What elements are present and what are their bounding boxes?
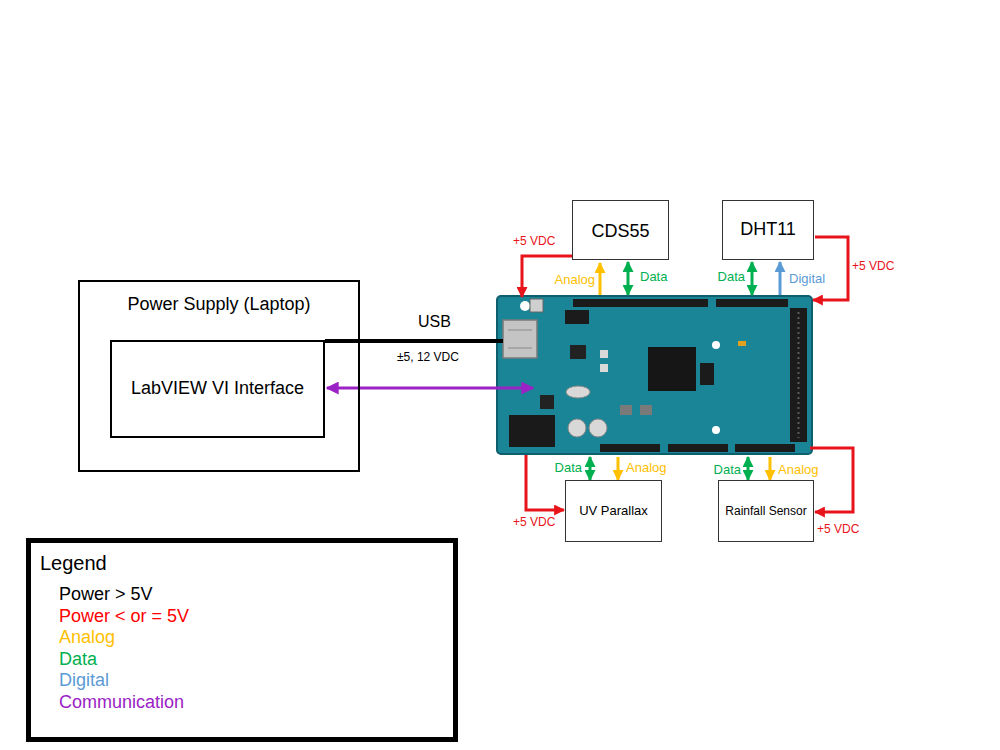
node-text: Rainfall Sensor [725, 504, 806, 518]
resistor-symbol [640, 405, 652, 415]
voltage-label: +5 VDC [513, 516, 555, 530]
power-wire [813, 237, 848, 300]
microcontroller-chip [648, 347, 696, 391]
arduino-board [497, 296, 812, 454]
node-text: Legend [40, 551, 107, 575]
led [738, 341, 746, 346]
analog-wire [617, 457, 620, 480]
software-box: LabVIEW VI Interface [110, 340, 325, 438]
data-wire [747, 457, 750, 480]
small-ic [540, 395, 554, 409]
legend-text: Digital [59, 670, 109, 690]
data-wire [751, 262, 754, 295]
icsp-header [700, 363, 714, 385]
legend-text: Communication [59, 692, 184, 712]
legend-list: Power > 5VPower < or = 5VAnalogDataDigit… [59, 584, 189, 714]
board-pcb [497, 296, 812, 454]
signal-label: Data [555, 461, 582, 476]
mounting-hole [520, 301, 530, 311]
analog-wire [599, 263, 602, 295]
analog-wire [769, 457, 772, 480]
legend-swatch: Data [59, 649, 189, 671]
signal-label: Data [714, 463, 741, 478]
icsp-header [565, 310, 589, 324]
capacitor [568, 419, 586, 437]
pin-header [600, 444, 660, 452]
data-wire [589, 457, 592, 480]
data-wire [627, 262, 630, 295]
voltage-label: +5 VDC [852, 260, 894, 274]
power-jack [509, 415, 555, 447]
usb-cable [325, 339, 503, 343]
usb-port-detail [508, 348, 532, 349]
legend-text: Power > 5V [59, 584, 153, 604]
signal-label: Data [718, 270, 745, 285]
legend-text: Analog [59, 627, 115, 647]
node-text: UV Parallax [579, 503, 648, 519]
signal-label: Analog [555, 273, 595, 288]
communication-link [327, 387, 533, 390]
header-pins [798, 312, 800, 438]
sensor-box: UV Parallax [565, 480, 662, 542]
pin-header [735, 444, 795, 452]
crystal [566, 386, 590, 398]
node-text: CDS55 [591, 221, 649, 243]
legend-text: Data [59, 649, 97, 669]
signal-label: Data [640, 270, 667, 285]
node-text: Power Supply (Laptop) [127, 294, 310, 316]
legend-text: Power < or = 5V [59, 606, 189, 626]
signal-label: Analog [626, 461, 666, 476]
mounting-hole [712, 426, 720, 434]
pin-header [573, 299, 708, 307]
pin-header [790, 308, 807, 442]
legend-box: LegendPower > 5VPower < or = 5VAnalogDat… [26, 538, 458, 742]
led [600, 350, 608, 358]
power-wire [810, 448, 853, 512]
node-text: LabVIEW VI Interface [131, 378, 304, 400]
small-ic [570, 345, 586, 359]
led [600, 364, 608, 372]
signal-label: Analog [778, 463, 818, 478]
usb-port [503, 320, 537, 358]
sensor-box: CDS55 [572, 200, 669, 260]
legend-swatch: Analog [59, 627, 189, 649]
sensor-box: DHT11 [722, 200, 814, 260]
legend-swatch: Power < or = 5V [59, 606, 189, 628]
voltage-label: ±5, 12 VDC [397, 351, 459, 365]
sensor-box: Rainfall Sensor [718, 480, 814, 542]
legend-swatch: Power > 5V [59, 584, 189, 606]
legend-swatch: Communication [59, 692, 189, 714]
resistor-symbol [620, 405, 632, 415]
digital-wire [779, 262, 782, 295]
mounting-hole [712, 341, 720, 349]
power-supply-box: Power Supply (Laptop) LabVIEW VI Interfac… [78, 280, 360, 472]
bus-label: USB [418, 313, 451, 331]
reset-button [530, 299, 543, 312]
node-text: DHT11 [740, 219, 796, 241]
wires [325, 237, 853, 512]
voltage-label: +5 VDC [513, 235, 555, 249]
usb-port-detail [508, 330, 532, 331]
legend-swatch: Digital [59, 670, 189, 692]
pin-header [716, 299, 788, 307]
signal-label: Digital [789, 272, 825, 287]
voltage-label: +5 VDC [817, 523, 859, 537]
pin-header [668, 444, 728, 452]
capacitor [589, 419, 607, 437]
